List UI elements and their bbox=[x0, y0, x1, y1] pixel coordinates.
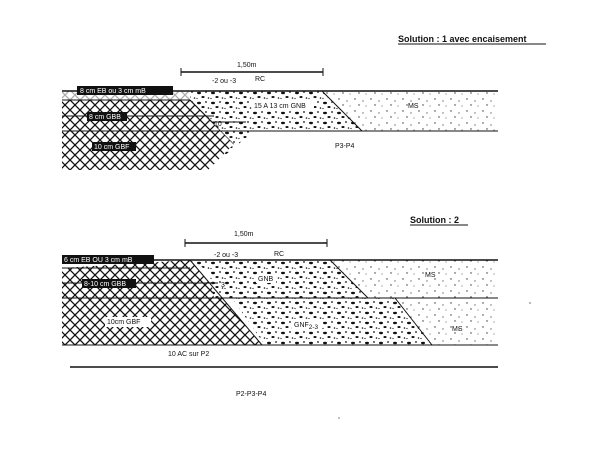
solution-1-gbf-label: 10 cm GBF bbox=[94, 144, 129, 151]
solution-1-trench-edge bbox=[321, 90, 363, 132]
solution-1-rc-label: RC bbox=[255, 76, 265, 83]
solution-2-gnf-label: GNF2-3 bbox=[294, 322, 319, 331]
solution-2-ms-upper-layer bbox=[330, 260, 498, 298]
solution-2-ms-lower-layer bbox=[395, 298, 498, 345]
solution-1-ms-label: MS bbox=[408, 103, 419, 110]
solution-2-gnb-label: GNB bbox=[258, 276, 274, 283]
solution-2-title: Solution : 2 bbox=[410, 215, 459, 225]
solution-2-gbb-label: 8-10 cm GBB bbox=[84, 281, 126, 288]
solution-2-upper-edge bbox=[329, 259, 369, 299]
solution-2-three-label: 3 bbox=[221, 282, 225, 289]
solution-2-gnf-layer bbox=[232, 298, 432, 345]
solution-1-eb-label: 8 cm EB ou 3 cm mB bbox=[80, 88, 146, 95]
solution-2-offset-label: -2 ou -3 bbox=[214, 252, 238, 259]
solution-1-offset-label: -2 ou -3 bbox=[212, 78, 236, 85]
solution-2-rc-label: RC bbox=[274, 251, 284, 258]
solution-1-ten-label: 10 bbox=[214, 121, 222, 128]
solution-2-section: Solution : 2 1,50m -2 ou -3 RC 6 cm bbox=[62, 215, 498, 398]
solution-2-ms-upper-label: MS bbox=[425, 272, 436, 279]
solution-1-gnb-label: 15 A 13 cm GNB bbox=[254, 103, 306, 110]
solution-2-ms-lower-label: MS bbox=[452, 326, 463, 333]
solution-2-lower-edge bbox=[394, 297, 433, 346]
solution-2-ac-label: 10 AC sur P2 bbox=[168, 351, 209, 358]
solution-2-eb-label: 6 cm EB OU 3 cm mB bbox=[64, 257, 133, 264]
solution-2-width-label: 1,50m bbox=[234, 231, 254, 238]
solution-1-ms-layer bbox=[322, 91, 498, 131]
solution-1-gbb-label: 8 cm GBB bbox=[89, 114, 121, 121]
solution-2-gbf-label: 10cm GBF bbox=[107, 319, 140, 326]
solution-1-width-label: 1,50m bbox=[237, 62, 257, 69]
solution-1-p-label: P3-P4 bbox=[335, 143, 355, 150]
solution-1-section: Solution : 1 avec encaisement 1,50m -2 o… bbox=[62, 34, 546, 170]
solution-2-p-label: P2-P3-P4 bbox=[236, 391, 266, 398]
solution-1-title: Solution : 1 avec encaisement bbox=[398, 34, 527, 44]
